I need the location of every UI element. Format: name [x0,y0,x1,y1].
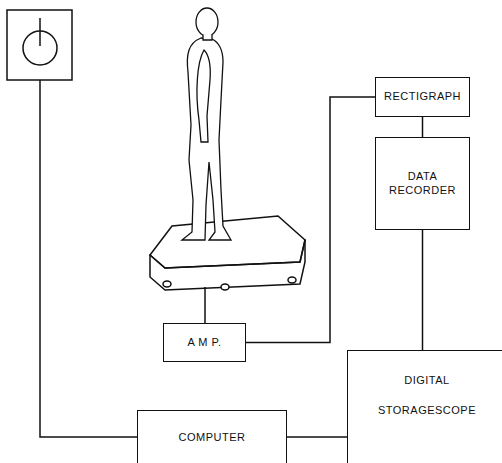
human-figure [182,8,231,240]
signal-wire [422,117,424,137]
arm-outline [197,50,210,142]
platform-edge [150,240,305,268]
signal-wire [246,97,375,343]
head-outline [196,8,218,36]
body-outline [182,38,231,240]
signal-wire [422,230,424,350]
box-label: DATA RECORDER [388,170,458,198]
camera-housing [7,10,72,80]
process-box: RECTIGRAPH [375,77,470,117]
force-platform [150,216,305,290]
camera-pointer [39,18,41,46]
camera-wire [40,80,137,437]
process-box: A M P. [163,323,246,362]
load-cell [163,281,171,287]
process-box: DIGITAL STORAGESCOPE [347,350,502,463]
platform-top [150,216,305,268]
box-label: A M P. [188,336,222,350]
load-cell [221,284,229,290]
load-cell [288,277,296,283]
box-label: RECTIGRAPH [384,90,461,104]
box-label: COMPUTER [179,431,246,445]
box-label: DIGITAL STORAGESCOPE [372,365,482,425]
process-box: COMPUTER [137,410,287,463]
signal-wire [287,436,347,438]
camera-box [7,10,72,80]
process-box: DATA RECORDER [375,137,470,230]
platform-wire [204,287,206,323]
neck-outline [203,34,212,40]
